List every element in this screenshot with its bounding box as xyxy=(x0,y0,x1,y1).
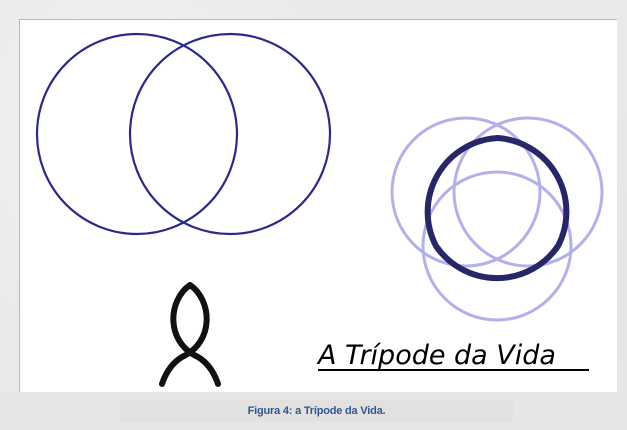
ichthys-fish-symbol xyxy=(159,282,221,387)
vesica-circle-left xyxy=(35,32,239,236)
vesica-piscis xyxy=(35,32,332,236)
figure-title-text: A Trípode da Vida xyxy=(316,340,556,371)
triquetra-circle-top-left xyxy=(390,116,542,268)
figure-caption-box: Figura 4: a Trípode da Vida. xyxy=(120,400,513,422)
figure-illustration: A Trípode da Vida xyxy=(35,32,604,387)
triquetra-knot xyxy=(424,135,570,282)
triquetra-circle-top-right xyxy=(452,116,604,268)
figure-caption: Figura 4: a Trípode da Vida. xyxy=(247,405,386,417)
triquetra-group xyxy=(390,116,604,322)
figure-image: A Trípode da Vida xyxy=(19,19,617,392)
triquetra-circle-bottom xyxy=(421,170,573,322)
vesica-circle-right xyxy=(128,32,332,236)
